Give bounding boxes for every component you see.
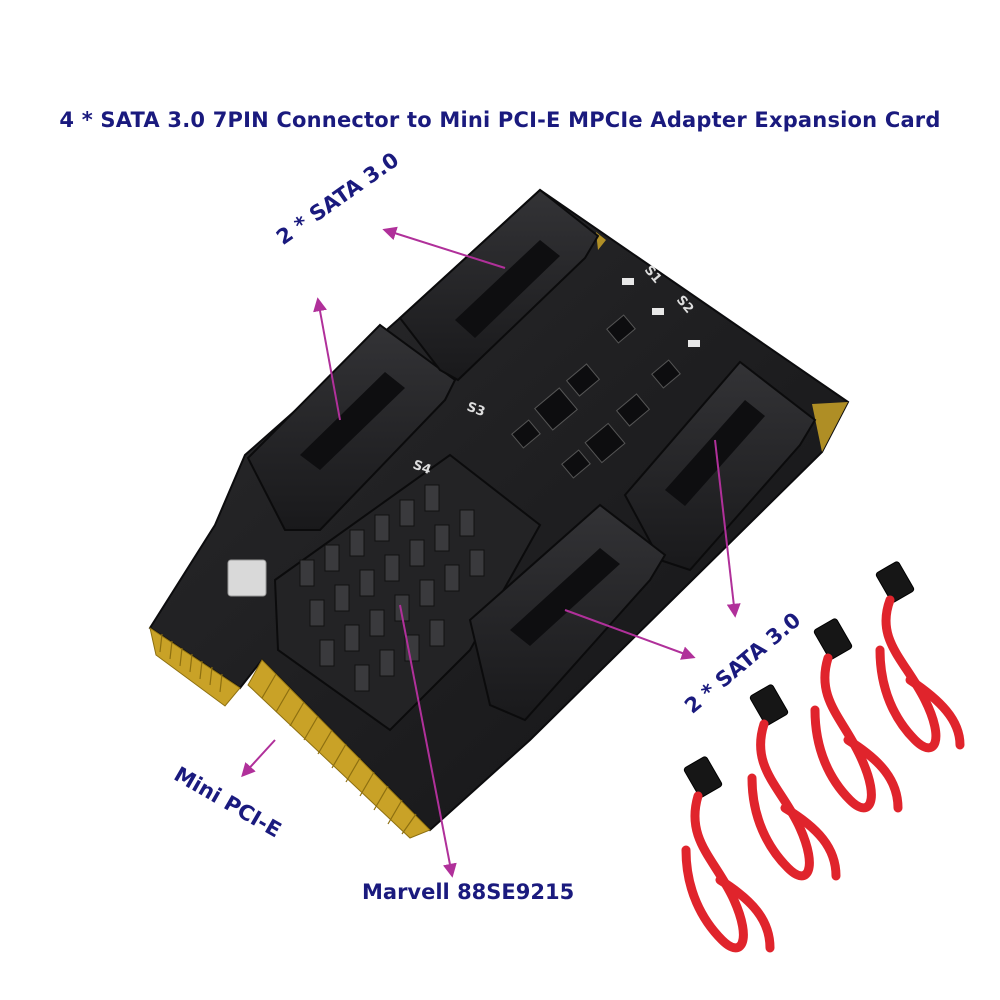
arrow-to-top-label xyxy=(382,226,506,269)
sata-port-s4 xyxy=(246,323,457,531)
sata-cable-2 xyxy=(810,618,903,813)
page-title: 4 * SATA 3.0 7PIN Connector to Mini PCI-… xyxy=(59,108,941,132)
sata-cable-3 xyxy=(747,684,841,881)
silkscreen-s4: S4 xyxy=(411,458,433,478)
sata-port-s3 xyxy=(398,188,600,382)
heatsink xyxy=(273,453,542,732)
sata-cables xyxy=(681,561,965,953)
sata-cable-4 xyxy=(681,756,775,953)
sata-port-s1 xyxy=(468,503,667,722)
crystal-oscillator xyxy=(227,559,267,597)
arrow-to-top-label-2 xyxy=(313,297,341,421)
arrow-to-chip xyxy=(399,604,457,878)
status-leds xyxy=(622,278,700,347)
smd-components xyxy=(511,314,681,479)
gold-edge-connector xyxy=(149,626,431,839)
arrow-to-right-label xyxy=(714,439,741,618)
sata-cable-1 xyxy=(875,561,965,753)
arrow-to-right-label-2 xyxy=(564,609,696,660)
arrow-to-mini-pcie xyxy=(241,739,276,778)
callout-arrows xyxy=(241,226,741,878)
label-chip: Marvell 88SE9215 xyxy=(362,880,575,904)
silkscreen-s3: S3 xyxy=(465,400,487,420)
